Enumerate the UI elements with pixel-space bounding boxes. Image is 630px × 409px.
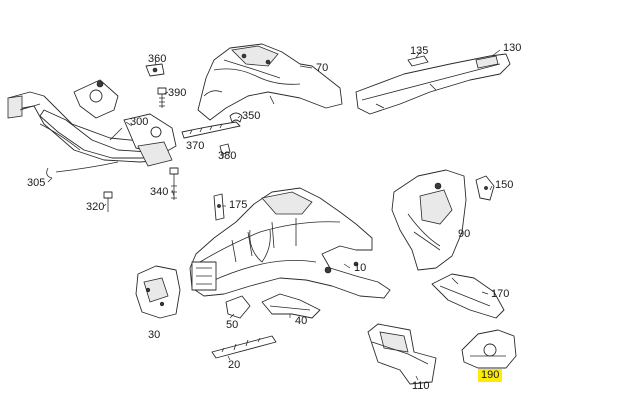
part-70-wheelhouse[interactable] bbox=[197, 43, 343, 121]
part-340-bolt[interactable] bbox=[169, 167, 179, 200]
callout-320[interactable]: 320 bbox=[86, 201, 105, 213]
callout-90[interactable]: 90 bbox=[458, 228, 471, 240]
part-40-member[interactable] bbox=[261, 293, 321, 319]
callout-305[interactable]: 305 bbox=[27, 177, 46, 189]
part-135-plate[interactable] bbox=[407, 55, 429, 67]
part-305-strap[interactable] bbox=[55, 161, 119, 173]
part-50-gusset[interactable] bbox=[225, 295, 251, 319]
callout-300[interactable]: 300 bbox=[130, 116, 149, 128]
part-390-bolt[interactable] bbox=[157, 87, 167, 108]
callout-150[interactable]: 150 bbox=[495, 179, 514, 191]
part-20-bar[interactable] bbox=[211, 335, 277, 359]
callout-50[interactable]: 50 bbox=[226, 319, 239, 331]
part-320-bolt[interactable] bbox=[103, 191, 113, 212]
part-175-bracket[interactable] bbox=[213, 193, 225, 221]
part-30-frame-end[interactable] bbox=[135, 265, 181, 319]
callout-40[interactable]: 40 bbox=[295, 315, 308, 327]
callout-380[interactable]: 380 bbox=[218, 150, 237, 162]
part-370-strut[interactable] bbox=[181, 121, 241, 139]
callout-170[interactable]: 170 bbox=[491, 288, 510, 300]
callout-350[interactable]: 350 bbox=[242, 110, 261, 122]
part-110-tray[interactable] bbox=[367, 323, 437, 385]
part-150-bracket[interactable] bbox=[475, 175, 495, 201]
part-170-member[interactable] bbox=[431, 273, 505, 319]
callout-340[interactable]: 340 bbox=[150, 186, 169, 198]
part-90-panel[interactable] bbox=[391, 169, 467, 271]
part-360-bracket[interactable] bbox=[145, 63, 165, 77]
callout-20[interactable]: 20 bbox=[228, 359, 241, 371]
callout-390[interactable]: 390 bbox=[168, 87, 187, 99]
callout-110[interactable]: 110 bbox=[412, 380, 430, 392]
callout-70[interactable]: 70 bbox=[316, 62, 329, 74]
part-300-axle-carrier[interactable] bbox=[7, 79, 177, 167]
callout-175[interactable]: 175 bbox=[229, 199, 248, 211]
part-380-nut[interactable] bbox=[219, 143, 231, 155]
callout-130[interactable]: 130 bbox=[503, 42, 522, 54]
part-130-rail[interactable] bbox=[355, 53, 511, 115]
callout-370[interactable]: 370 bbox=[186, 140, 205, 152]
part-190-bracket[interactable] bbox=[461, 329, 517, 369]
callout-360[interactable]: 360 bbox=[148, 53, 167, 65]
leader-lines bbox=[47, 49, 501, 381]
callout-135[interactable]: 135 bbox=[410, 45, 429, 57]
callout-30[interactable]: 30 bbox=[148, 329, 161, 341]
part-305-clip[interactable] bbox=[46, 167, 53, 179]
callout-190-highlighted[interactable]: 190 bbox=[478, 369, 503, 382]
part-350-clamp[interactable] bbox=[229, 112, 243, 123]
callout-10[interactable]: 10 bbox=[354, 262, 367, 274]
part-10-longitudinal[interactable] bbox=[189, 187, 391, 299]
